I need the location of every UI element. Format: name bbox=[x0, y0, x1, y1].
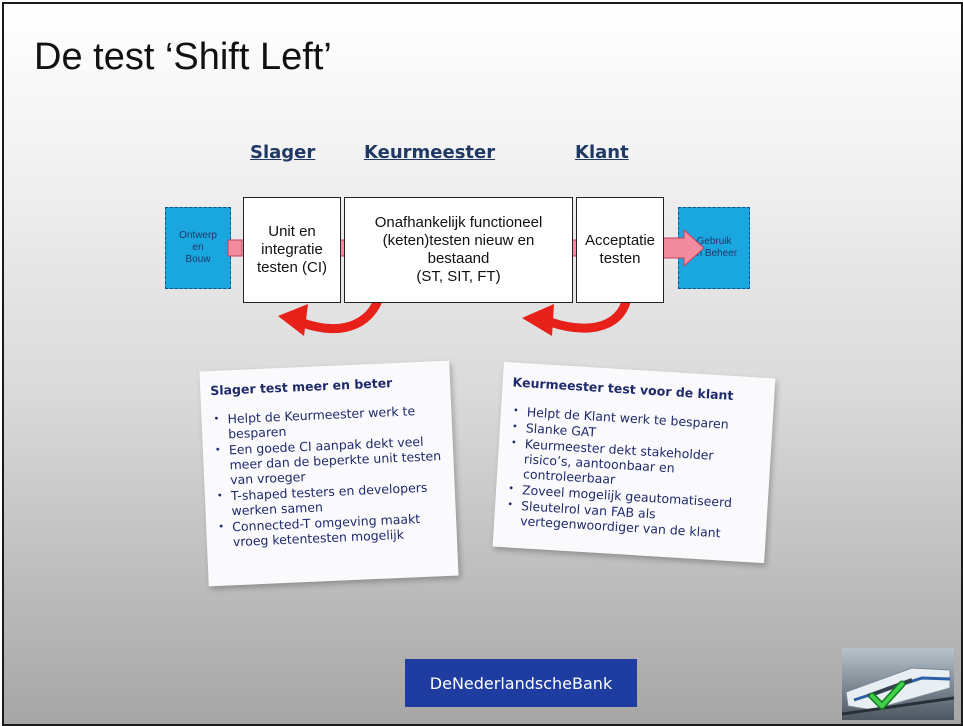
box-acceptatie: Acceptatie testen bbox=[576, 197, 664, 303]
train-checkmark-icon bbox=[842, 648, 954, 720]
box-onafhankelijk-functioneel: Onafhankelijk functioneel (keten)testen … bbox=[344, 197, 573, 303]
note-slager-title: Slager test meer en beter bbox=[209, 375, 393, 399]
pink-connector-left bbox=[227, 239, 243, 257]
list-item: Een goede CI aanpak dekt veel meer dan d… bbox=[229, 433, 445, 487]
flow-arrows bbox=[227, 228, 705, 336]
box-unit-integratie: Unit en integratie testen (CI) bbox=[243, 197, 341, 303]
slide-title: De test ‘Shift Left’ bbox=[34, 36, 332, 78]
logo-part-de: De bbox=[429, 673, 452, 693]
note-keurmeester: Keurmeester test voor de klant Helpt de … bbox=[492, 361, 776, 564]
note-slager-list: Helpt de Keurmeester werk te besparen Ee… bbox=[211, 402, 447, 550]
pink-arrow-right bbox=[661, 228, 705, 268]
role-slager: Slager bbox=[250, 142, 316, 163]
role-klant: Klant bbox=[575, 142, 629, 163]
box-ontwerp-en-bouw: Ontwerp en Bouw bbox=[165, 207, 231, 289]
note-slager: Slager test meer en beter Helpt de Keurm… bbox=[199, 360, 459, 587]
note-keurmeester-title: Keurmeester test voor de klant bbox=[512, 374, 734, 403]
logo-part-bank: Bank bbox=[572, 673, 613, 693]
logo-part-nederlandsche: Nederlandsche bbox=[451, 673, 573, 693]
note-keurmeester-list: Helpt de Klant werk te besparen Slanke G… bbox=[504, 403, 763, 542]
role-keurmeester: Keurmeester bbox=[364, 142, 496, 163]
